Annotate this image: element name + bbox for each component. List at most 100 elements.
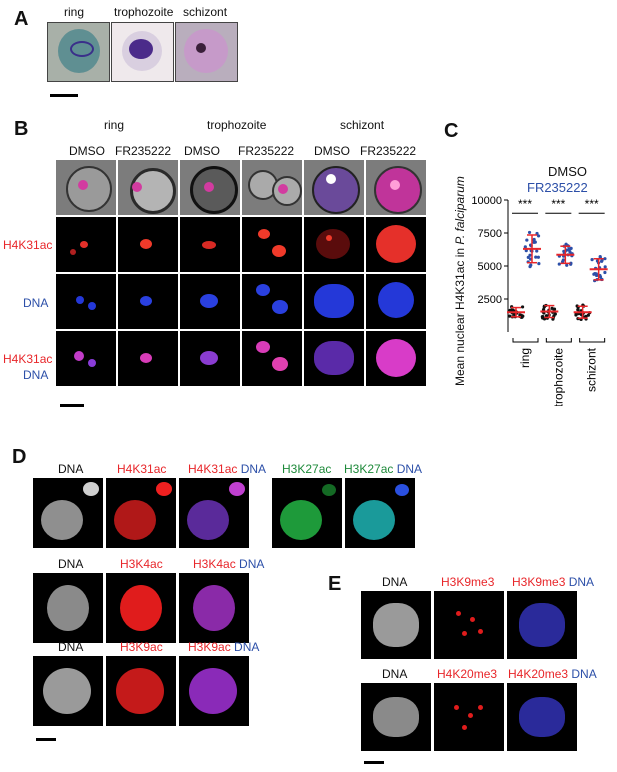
y-tick-label-0: 2500 — [478, 294, 502, 306]
point-trophozoite-0-15 — [544, 314, 549, 318]
panel-b-bf-troph-dmso — [180, 160, 240, 215]
point-ring-1-10 — [526, 255, 530, 259]
panel-a-schizont-image — [175, 22, 238, 82]
point-ring-1-21 — [528, 265, 532, 269]
panel-a-schizont-label: schizont — [183, 5, 228, 19]
panel-d-r1-mark2-image — [272, 478, 342, 548]
panel-d-r2-mark-image — [106, 573, 176, 643]
point-ring-1-11 — [525, 238, 529, 242]
point-ring-1-23 — [537, 262, 541, 266]
panel-e-r2-mark-image — [434, 683, 504, 751]
point-schizont-1-1 — [590, 258, 594, 262]
point-trophozoite-0-21 — [551, 317, 555, 321]
point-trophozoite-0-5 — [550, 306, 554, 310]
point-ring-1-17 — [528, 253, 532, 257]
panel-b-merge-troph-fr — [242, 331, 302, 386]
panel-d-r1-merge2-image — [345, 478, 415, 548]
panel-b-row-dna-label: DNA — [23, 296, 49, 310]
panel-b-mark-ring-fr — [118, 217, 178, 272]
panel-d-scale-bar — [36, 738, 56, 741]
panel-d-r2-mark-label: H3K4ac — [120, 557, 163, 571]
panel-a-ring-image — [47, 22, 110, 82]
panel-d-r2-merge-dna: DNA — [239, 557, 265, 571]
point-ring-0-11 — [520, 305, 525, 309]
panel-e-r1-merge-label: H3K9me3 DNA — [512, 575, 594, 589]
panel-d-r1-merge2-mark: H3K27ac — [344, 462, 394, 476]
point-schizont-1-22 — [600, 258, 604, 262]
panel-a-trophozoite-label: trophozoite — [114, 5, 174, 19]
panel-a-trophozoite-image — [111, 22, 174, 82]
panel-b-merge-troph-dmso — [180, 331, 240, 386]
panel-e-r1-mark-image — [434, 591, 504, 659]
significance-0: *** — [518, 197, 532, 211]
panel-d-r2-merge-label: H3K4ac DNA — [193, 557, 264, 571]
panel-d-r1-mark-image — [106, 478, 176, 548]
panel-b-bf-schiz-dmso — [304, 160, 364, 215]
panel-b-col4-label: FR235222 — [238, 144, 295, 158]
point-ring-1-6 — [527, 230, 532, 235]
panel-b-dna-troph-fr — [242, 274, 302, 329]
panel-b-merge-ring-dmso — [56, 331, 116, 386]
panel-b-merge-schiz-fr — [366, 331, 426, 386]
panel-a-letter: A — [14, 8, 29, 30]
point-ring-1-19 — [533, 240, 537, 244]
panel-d-r1-merge-dna: DNA — [240, 462, 267, 476]
panel-d-r3-dna-label: DNA — [58, 640, 84, 654]
panel-b-col3-label: DMSO — [184, 144, 220, 158]
point-trophozoite-0-23 — [553, 312, 557, 316]
panel-d-r2-dna-image — [33, 573, 103, 643]
panel-b-stage-trophozoite: trophozoite — [207, 118, 267, 132]
panel-b-row-merge-dna-label: DNA — [23, 368, 49, 382]
panel-b-bf-ring-dmso — [56, 160, 116, 215]
panel-e-r2-merge-label: H4K20me3 DNA — [508, 667, 597, 681]
panel-d-r3-mark-image — [106, 656, 176, 726]
panel-d-r3-merge-mark: H3K9ac — [188, 640, 231, 654]
panel-d-r1-merge-image — [179, 478, 249, 548]
panel-e-r2-merge-image — [507, 683, 577, 751]
category-label-0: ring — [518, 348, 532, 368]
panel-d-r2-merge-mark: H3K4ac — [193, 557, 236, 571]
panel-d-r1-dna-image — [33, 478, 103, 548]
panel-e-r2-dna-label: DNA — [382, 667, 408, 681]
point-ring-0-10 — [508, 314, 512, 318]
category-bracket-0 — [512, 338, 539, 343]
panel-b-stage-ring: ring — [104, 118, 125, 132]
panel-d-r3-dna-image — [33, 656, 103, 726]
point-schizont-1-19 — [594, 272, 598, 276]
panel-e-scale-bar — [364, 761, 384, 764]
panel-b-col2-label: FR235222 — [115, 144, 172, 158]
panel-b-mark-ring-dmso — [56, 217, 116, 272]
point-schizont-1-7 — [603, 270, 607, 275]
point-ring-1-12 — [534, 255, 538, 259]
panel-b-bf-troph-fr — [242, 160, 302, 215]
point-schizont-1-18 — [598, 255, 602, 259]
panel-b-dna-ring-fr — [118, 274, 178, 329]
panel-b-col5-label: DMSO — [314, 144, 350, 158]
panel-d-r1-merge-mark: H4K31ac — [188, 462, 238, 476]
panel-b-col1-label: DMSO — [69, 144, 105, 158]
panel-d-r1-merge2-label: H3K27ac DNA — [344, 462, 422, 476]
category-bracket-2 — [579, 338, 606, 343]
panel-b-row-merge-mark-label: H4K31ac — [3, 352, 53, 366]
panel-a-scale-bar — [50, 94, 78, 97]
panel-e-r2-mark-label: H4K20me3 — [437, 667, 498, 681]
y-tick-label-1: 5000 — [478, 261, 502, 273]
panel-d-r3-merge-label: H3K9ac DNA — [188, 640, 259, 654]
panel-b-col6-label: FR235222 — [360, 144, 417, 158]
panel-b-dna-schiz-fr — [366, 274, 426, 329]
panel-d-r1-mark-label: H4K31ac — [117, 462, 167, 476]
y-tick-label-2: 7500 — [478, 228, 502, 240]
point-ring-1-8 — [535, 249, 539, 253]
point-schizont-1-6 — [603, 257, 607, 261]
panel-b-stage-schizont: schizont — [340, 118, 385, 132]
panel-e-r1-dna-image — [361, 591, 431, 659]
category-label-1: trophozoite — [551, 348, 565, 406]
panel-b-mark-schiz-fr — [366, 217, 426, 272]
panel-c-legend-dmso: DMSO — [548, 164, 587, 179]
panel-d-r1-dna-label: DNA — [58, 462, 84, 476]
panel-b-mark-schiz-dmso — [304, 217, 364, 272]
panel-b-bf-schiz-fr — [366, 160, 426, 215]
panel-e-r1-dna-label: DNA — [382, 575, 408, 589]
panel-c-letter: C — [444, 120, 459, 142]
panel-d-letter: D — [12, 446, 27, 468]
